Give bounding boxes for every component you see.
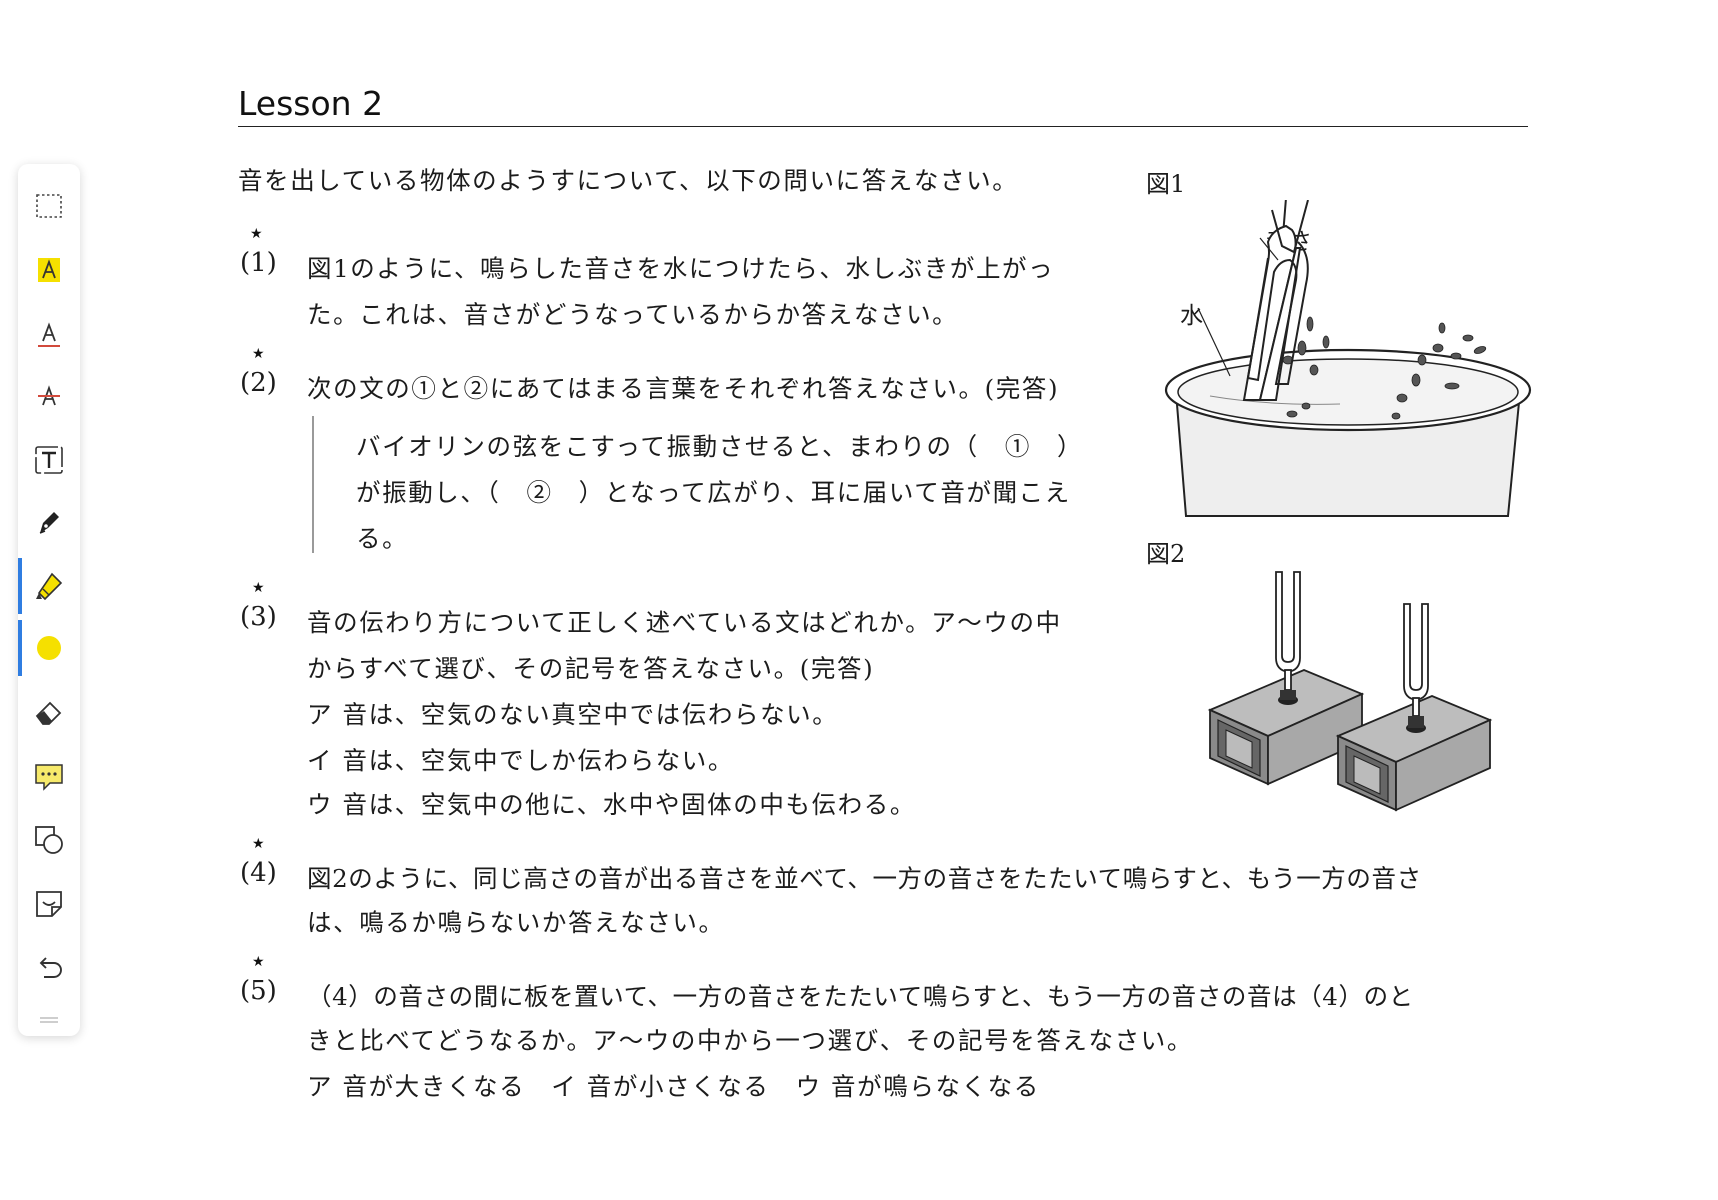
text-highlight-tool[interactable] [18,242,80,298]
figure-1-illustration [1164,200,1532,517]
star-mark-q1: ★ [250,226,263,242]
figure-2-label: 図2 [1146,540,1186,568]
dashed-rectangle-icon [36,194,62,218]
pen-tool[interactable] [18,494,80,550]
question-number-4: (4) [240,858,277,888]
q5-choices: ア 音が大きくなる イ 音が小さくなる ウ 音が鳴らなくなる [307,1072,1040,1101]
color-dot-icon [37,636,61,660]
color-swatch[interactable] [18,620,80,676]
q3-line-2: からすべて選び、その記号を答えなさい。(完答) [307,654,875,683]
q1-line-1: 図1のように、鳴らした音さを水につけたら、水しぶきが上がっ [307,254,1055,283]
q4-line-2: は、鳴るか鳴らないか答えなさい。 [307,908,725,937]
question-number-5: (5) [240,976,277,1006]
annotation-toolbar [18,164,80,1036]
star-mark-q5: ★ [252,954,265,970]
select-tool[interactable] [18,178,80,234]
strikethrough-a-icon [38,385,60,406]
toolbar-grip[interactable] [18,1012,80,1028]
q3-choice-u: ウ 音は、空気中の他に、水中や固体の中も伝わる。 [307,790,916,819]
q4-line-1: 図2のように、同じ高さの音が出る音さを並べて、一方の音さをたたいて鳴らすと、もう… [307,864,1422,893]
question-number-2: (2) [240,368,277,398]
undo-tool[interactable] [18,940,80,996]
undo-icon [39,957,62,978]
quote-bar [312,416,314,553]
eraser-tool[interactable] [18,684,80,740]
eraser-icon [35,701,62,725]
shape-tool[interactable] [18,812,80,868]
comment-tool[interactable] [18,748,80,804]
q2-quote-line-1: バイオリンの弦をこすって振動させると、まわりの（ ① ） [356,432,1084,461]
highlighter-tool[interactable] [18,558,80,614]
text-box-icon [35,446,63,474]
q3-line-1: 音の伝わり方について正しく述べている文はどれか。ア～ウの中 [307,608,1062,637]
underline-a-icon [38,322,60,347]
text-underline-tool[interactable] [18,306,80,362]
question-number-3: (3) [240,602,277,632]
q3-choice-i: イ 音は、空気中でしか伝わらない。 [307,746,734,775]
page-title: Lesson 2 [238,84,384,123]
drag-handle-icon [40,1017,58,1023]
q2-quote-line-2: が振動し、（ ② ）となって広がり、耳に届いて音が聞こえ [356,478,1071,507]
figure-1-label: 図1 [1146,170,1186,198]
title-divider [238,126,1528,127]
star-mark-q3: ★ [252,580,265,596]
sticker-tool[interactable] [18,876,80,932]
q5-line-2: きと比べてどうなるか。ア～ウの中から一つ選び、その記号を答えなさい。 [307,1026,1193,1055]
q3-choice-a: ア 音は、空気のない真空中では伝わらない。 [307,700,839,729]
q2-line-1: 次の文の①と②にあてはまる言葉をそれぞれ答えなさい。(完答) [307,374,1060,403]
q1-line-2: た。これは、音さがどうなっているからか答えなさい。 [307,300,959,329]
highlighter-icon [36,572,63,601]
figure-2-illustration [1207,571,1493,812]
q5-line-1: （4）の音さの間に板を置いて、一方の音さをたたいて鳴らすと、もう一方の音さの音は… [307,982,1414,1011]
star-mark-q2: ★ [252,346,265,362]
highlight-a-icon [38,258,60,282]
intro-text: 音を出している物体のようすについて、以下の問いに答えなさい。 [238,166,1019,195]
question-number-1: (1) [240,248,277,278]
star-mark-q4: ★ [252,836,265,852]
water-label: 水 [1180,303,1203,329]
q2-quote-line-3: る。 [356,524,409,553]
pen-icon [39,512,59,534]
shapes-icon [35,826,63,854]
text-strikethrough-tool[interactable] [18,368,80,424]
sticker-icon [36,891,62,917]
comment-icon [35,764,63,791]
text-box-tool[interactable] [18,432,80,488]
